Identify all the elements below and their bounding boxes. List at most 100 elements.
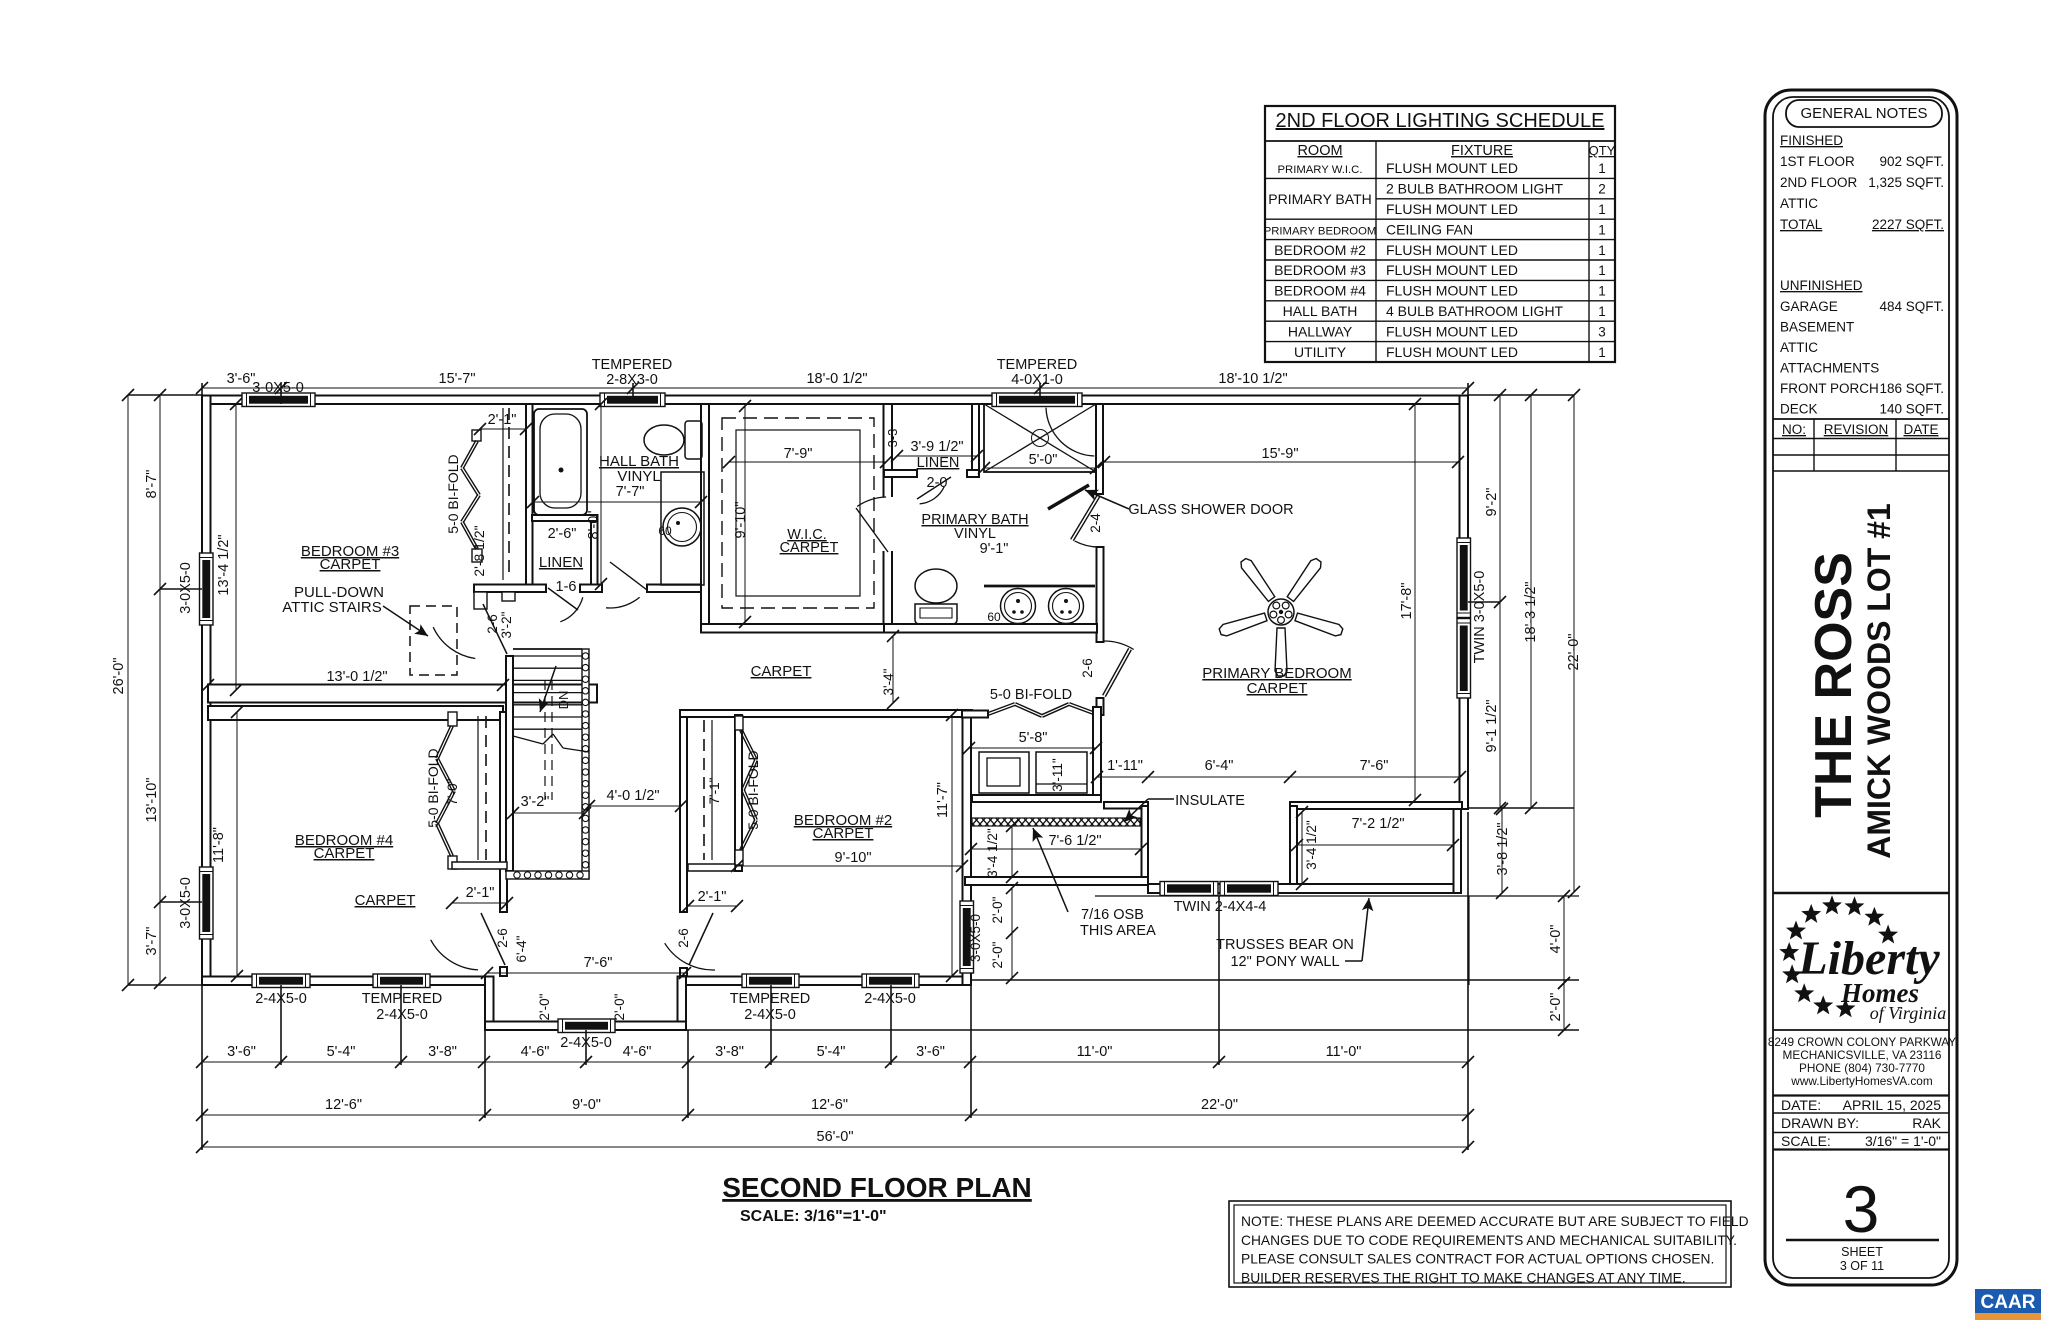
svg-text:15'-9": 15'-9" [1262,446,1299,462]
svg-text:PRIMARY BEDROOM: PRIMARY BEDROOM [1264,225,1377,237]
svg-text:CARPET: CARPET [314,845,375,862]
svg-text:FLUSH MOUNT LED: FLUSH MOUNT LED [1386,262,1518,278]
svg-text:3'-2": 3'-2" [499,611,514,638]
svg-text:22'-0": 22'-0" [1201,1097,1238,1113]
svg-text:DECK: DECK [1780,402,1818,417]
svg-text:1ST FLOOR: 1ST FLOOR [1780,154,1855,169]
svg-text:2-6: 2-6 [485,614,500,634]
svg-text:SCALE: 3/16"=1'-0": SCALE: 3/16"=1'-0" [740,1208,887,1225]
svg-text:Liberty: Liberty [1797,932,1940,985]
svg-text:9'-1 1/2": 9'-1 1/2" [1484,699,1500,752]
svg-text:2-4: 2-4 [1088,513,1103,533]
svg-text:4-0X1-0: 4-0X1-0 [1011,372,1063,388]
svg-text:902 SQFT.: 902 SQFT. [1879,154,1944,169]
svg-text:PRIMARY BATH: PRIMARY BATH [1268,191,1371,207]
svg-text:9'-10": 9'-10" [733,502,749,539]
svg-text:1: 1 [1598,243,1606,258]
svg-text:TEMPERED: TEMPERED [362,991,443,1007]
svg-text:FINISHED: FINISHED [1780,133,1843,148]
svg-text:2'-6": 2'-6" [548,526,577,542]
svg-text:5'-4": 5'-4" [327,1044,356,1060]
svg-text:12'-6": 12'-6" [811,1097,848,1113]
svg-text:VINYL: VINYL [954,526,996,542]
svg-text:BEDROOM #4: BEDROOM #4 [295,832,393,849]
svg-text:BEDROOM #2: BEDROOM #2 [1274,242,1366,258]
svg-text:5'-4": 5'-4" [817,1044,846,1060]
svg-text:FIXTURE: FIXTURE [1451,143,1513,159]
svg-text:3'-8": 3'-8" [715,1044,744,1060]
svg-text:9'-10": 9'-10" [835,850,872,866]
svg-text:8'-0": 8'-0" [586,511,602,540]
svg-text:VINYL: VINYL [617,468,660,485]
svg-text:3'-4 1/2": 3'-4 1/2" [985,828,1000,878]
svg-text:1: 1 [1598,345,1606,360]
svg-text:7'-2 1/2": 7'-2 1/2" [1351,816,1404,832]
svg-text:HALL BATH: HALL BATH [1283,303,1358,319]
svg-text:GENERAL NOTES: GENERAL NOTES [1801,105,1928,122]
svg-text:1: 1 [1598,202,1606,217]
svg-text:ATTIC: ATTIC [1780,340,1818,355]
svg-text:TWIN 3-0X5-0: TWIN 3-0X5-0 [1472,571,1488,664]
svg-text:4'-0 1/2": 4'-0 1/2" [606,788,659,804]
svg-text:NO:: NO: [1782,422,1806,437]
svg-text:7'-1": 7'-1" [707,777,722,804]
svg-text:60: 60 [658,524,672,538]
svg-text:DRAWN BY:: DRAWN BY: [1781,1115,1859,1131]
svg-text:2ND FLOOR: 2ND FLOOR [1780,175,1858,190]
svg-text:1: 1 [1598,284,1606,299]
svg-text:3'-8": 3'-8" [428,1044,457,1060]
svg-text:Homes: Homes [1840,978,1919,1008]
svg-text:APRIL 15, 2025: APRIL 15, 2025 [1843,1097,1942,1113]
svg-text:6'-4": 6'-4" [514,935,529,962]
svg-text:5-0 BI-FOLD: 5-0 BI-FOLD [990,687,1072,703]
svg-text:UTILITY: UTILITY [1294,344,1347,360]
svg-text:2-6: 2-6 [495,928,510,948]
svg-text:2-4X5-0: 2-4X5-0 [376,1007,428,1023]
svg-text:2'-0": 2'-0" [612,993,627,1020]
svg-text:2-4X5-0: 2-4X5-0 [560,1035,612,1051]
svg-text:56'-0": 56'-0" [817,1129,854,1145]
svg-text:UNFINISHED: UNFINISHED [1780,278,1863,293]
svg-text:HALL BATH: HALL BATH [599,453,679,470]
svg-text:PULL-DOWN: PULL-DOWN [294,584,384,601]
svg-text:3'-7": 3'-7" [144,927,160,956]
svg-text:5-0 BI-FOLD: 5-0 BI-FOLD [445,454,461,533]
svg-text:7'-0": 7'-0" [445,778,460,805]
svg-text:PRIMARY W.I.C.: PRIMARY W.I.C. [1278,164,1363,176]
svg-text:TEMPERED: TEMPERED [592,357,673,373]
svg-text:SECOND FLOOR PLAN: SECOND FLOOR PLAN [722,1172,1032,1203]
svg-text:DN: DN [556,691,571,710]
svg-text:1'-11": 1'-11" [1107,758,1143,774]
svg-text:1: 1 [1598,263,1606,278]
svg-text:2ND FLOOR LIGHTING SCHEDULE: 2ND FLOOR LIGHTING SCHEDULE [1276,110,1605,132]
svg-text:11'-7": 11'-7" [935,782,951,818]
svg-text:3'-6": 3'-6" [916,1044,945,1060]
svg-text:5-0 BI-FOLD: 5-0 BI-FOLD [745,750,761,829]
svg-text:3-0X5-0: 3-0X5-0 [178,562,194,614]
svg-text:BEDROOM #3: BEDROOM #3 [301,543,399,560]
svg-text:2'-1": 2'-1" [488,412,517,428]
svg-text:CARPET: CARPET [320,556,381,573]
svg-text:CARPET: CARPET [355,892,416,909]
svg-text:3/16" = 1'-0": 3/16" = 1'-0" [1865,1133,1941,1149]
svg-text:3-0X5-0: 3-0X5-0 [178,877,194,929]
svg-text:DATE:: DATE: [1781,1097,1821,1113]
svg-text:4 BULB BATHROOM LIGHT: 4 BULB BATHROOM LIGHT [1386,303,1564,319]
svg-text:BASEMENT: BASEMENT [1780,320,1854,335]
svg-text:3: 3 [1843,1172,1880,1246]
svg-text:LINEN: LINEN [539,554,583,571]
svg-text:3 OF 11: 3 OF 11 [1840,1259,1884,1273]
svg-text:2 BULB BATHROOM LIGHT: 2 BULB BATHROOM LIGHT [1386,181,1564,197]
svg-text:1: 1 [1598,304,1606,319]
svg-text:GARAGE: GARAGE [1780,299,1838,314]
svg-text:CARPET: CARPET [751,663,812,680]
svg-text:DATE: DATE [1903,422,1938,437]
svg-text:2227 SQFT.: 2227 SQFT. [1872,217,1944,232]
svg-text:PLEASE CONSULT SALES CONTRACT: PLEASE CONSULT SALES CONTRACT FOR ACTUAL… [1241,1252,1714,1267]
svg-text:7'-7": 7'-7" [616,484,645,500]
svg-text:4'-0": 4'-0" [1548,925,1564,954]
svg-text:FLUSH MOUNT LED: FLUSH MOUNT LED [1386,242,1518,258]
svg-text:2'-8 1/2": 2'-8 1/2" [471,525,487,576]
svg-text:CHANGES DUE TO CODE REQUIREMEN: CHANGES DUE TO CODE REQUIREMENTS AND MEC… [1241,1233,1737,1248]
svg-text:2'-1": 2'-1" [466,885,495,901]
